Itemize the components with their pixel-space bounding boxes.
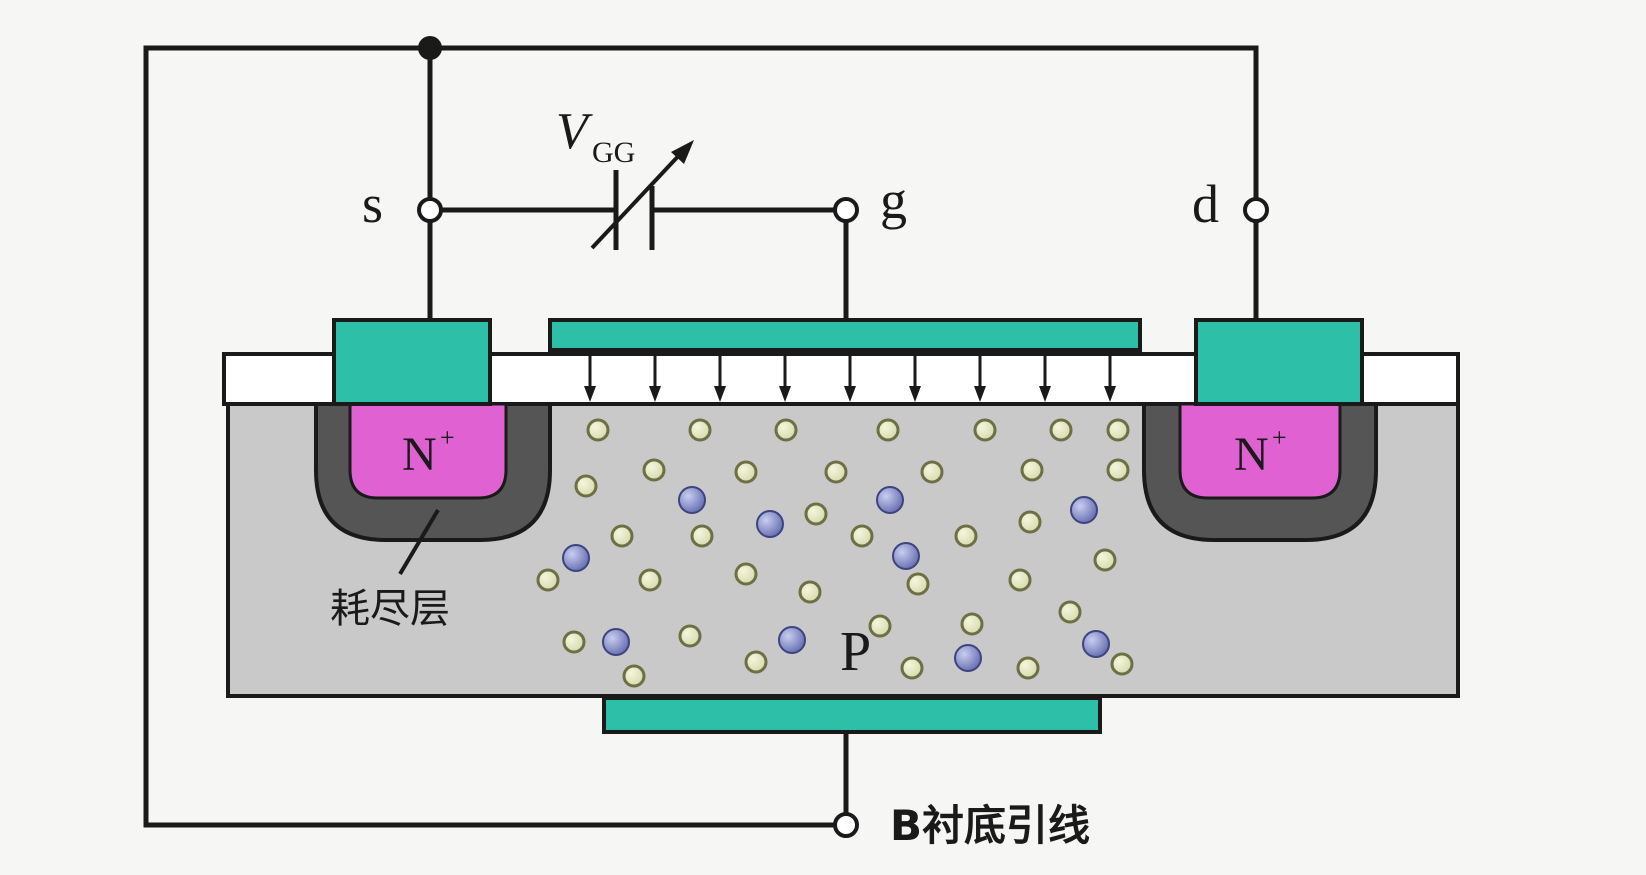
circuit-wiring — [143, 36, 1259, 828]
acceptor-ion — [1082, 630, 1110, 658]
hole-carrier — [688, 418, 712, 442]
hole-carrier — [734, 562, 758, 586]
hole-carrier — [622, 664, 646, 688]
hole-carrier — [798, 580, 822, 604]
nplus-region-left — [348, 402, 508, 500]
gate-label: g — [880, 170, 907, 230]
bulk-lead-label: B衬底引线 — [890, 801, 1090, 850]
hole-carrier — [574, 474, 598, 498]
source-terminal — [417, 197, 443, 223]
oxide-middle — [488, 352, 1198, 406]
bulk-terminal — [833, 812, 859, 838]
nplus-label-left: N — [402, 428, 437, 481]
vgg-variable-battery — [590, 140, 694, 250]
field-arrow — [1104, 352, 1116, 402]
gate-terminal — [833, 197, 859, 223]
acceptor-ions-group — [562, 486, 1110, 672]
hole-carrier — [824, 460, 848, 484]
gate-electrode — [548, 318, 1142, 352]
acceptor-ion — [892, 542, 920, 570]
field-arrow — [714, 352, 726, 402]
acceptor-ion — [602, 628, 630, 656]
junction-dot — [418, 36, 442, 60]
terminals — [417, 197, 1269, 838]
nplus-superscript-left: + — [440, 423, 455, 452]
hole-carrier — [960, 612, 984, 636]
hole-carrier — [1106, 458, 1130, 482]
hole-carrier — [1110, 652, 1134, 676]
hole-carrier — [610, 524, 634, 548]
hole-carrier — [536, 568, 560, 592]
acceptor-ion — [678, 486, 706, 514]
hole-carrier — [1018, 510, 1042, 534]
depletion-layer-label: 耗尽层 — [330, 586, 450, 632]
acceptor-ion — [778, 626, 806, 654]
hole-carrier — [1093, 548, 1117, 572]
hole-carrier — [638, 568, 662, 592]
drain-label: d — [1192, 174, 1219, 234]
variable-arrow-shaft — [590, 148, 686, 250]
left-diffusion — [314, 402, 552, 542]
hole-carrier — [1058, 600, 1082, 624]
hole-carrier — [920, 460, 944, 484]
outer-loop-wire — [143, 45, 839, 828]
hole-carrier — [868, 614, 892, 638]
hole-carrier — [1008, 568, 1032, 592]
right-diffusion — [1142, 402, 1378, 542]
drain-terminal — [1243, 197, 1269, 223]
hole-carrier — [642, 458, 666, 482]
hole-carrier — [1016, 656, 1040, 680]
acceptor-ion — [562, 544, 590, 572]
nplus-superscript-right: + — [1272, 423, 1287, 452]
hole-carrier — [690, 524, 714, 548]
hole-carrier — [562, 630, 586, 654]
source-label: s — [362, 174, 383, 234]
field-arrow — [909, 352, 921, 402]
nplus-region-right — [1178, 402, 1342, 500]
drain-electrode — [1194, 318, 1364, 406]
field-arrow — [844, 352, 856, 402]
hole-carrier — [744, 650, 768, 674]
vgg-label-subscript: GG — [592, 136, 635, 169]
electric-field-arrows — [584, 352, 1116, 402]
bulk-electrode — [602, 696, 1102, 734]
vgg-label-main: V — [556, 103, 593, 160]
hole-carrier — [973, 418, 997, 442]
hole-carrier — [1049, 418, 1073, 442]
hole-carrier — [804, 502, 828, 526]
acceptor-ion — [756, 510, 784, 538]
hole-carrier — [954, 524, 978, 548]
nplus-label-right: N — [1234, 428, 1269, 481]
hole-carrier — [850, 524, 874, 548]
hole-carrier — [900, 656, 924, 680]
hole-carrier — [734, 460, 758, 484]
top-wire-to-drain — [427, 45, 1259, 211]
acceptor-ion — [954, 644, 982, 672]
field-arrow — [779, 352, 791, 402]
metal-electrodes — [332, 318, 1364, 734]
depletion-pointer-line — [398, 508, 440, 576]
substrate-type-label: P — [840, 621, 871, 683]
hole-carrier — [906, 572, 930, 596]
field-arrow — [974, 352, 986, 402]
field-arrow — [584, 352, 596, 402]
hole-carrier — [876, 418, 900, 442]
acceptor-ion — [876, 486, 904, 514]
hole-carrier — [586, 418, 610, 442]
hole-carrier — [1106, 418, 1130, 442]
variable-arrow-head — [671, 140, 694, 164]
holes-group — [536, 418, 1134, 688]
acceptor-ion — [1070, 496, 1098, 524]
hole-carrier — [1020, 458, 1044, 482]
hole-carrier — [678, 624, 702, 648]
field-arrow — [1039, 352, 1051, 402]
hole-carrier — [774, 418, 798, 442]
source-electrode — [332, 318, 492, 406]
field-arrow — [649, 352, 661, 402]
